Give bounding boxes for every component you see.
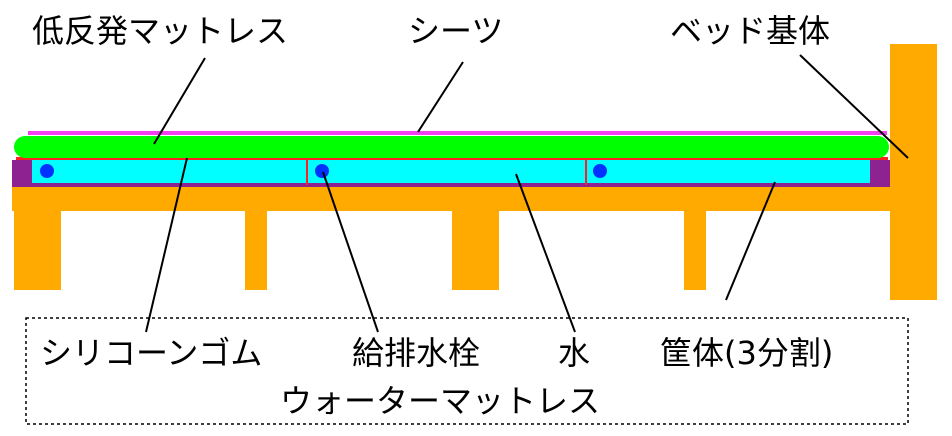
label-bed-base: ベッド基体 [670,12,830,50]
label-valve: 給排水栓 [352,334,480,372]
label-sheet: シーツ [408,12,503,50]
valve [593,164,607,178]
label-water: 水 [558,334,590,372]
label-silicone: シリコーンゴム [40,334,262,372]
water-mattress-group-box [25,317,909,425]
memory-foam [14,136,889,158]
bed-base [12,44,937,300]
leader-lines [145,54,909,333]
water [32,160,870,183]
leg [14,210,61,290]
label-water-mattress: ウォーターマットレス [280,382,600,420]
leg [245,210,267,290]
valve [315,164,329,178]
valve [40,164,54,178]
label-memory-foam: 低反発マットレス [32,12,288,50]
sheet [28,131,887,135]
leg [452,210,499,290]
headboard [890,44,937,300]
label-housing: 筐体(3分割) [660,334,833,372]
leg [684,210,706,290]
base-frame [12,186,890,211]
silicone-rubber [16,157,888,160]
